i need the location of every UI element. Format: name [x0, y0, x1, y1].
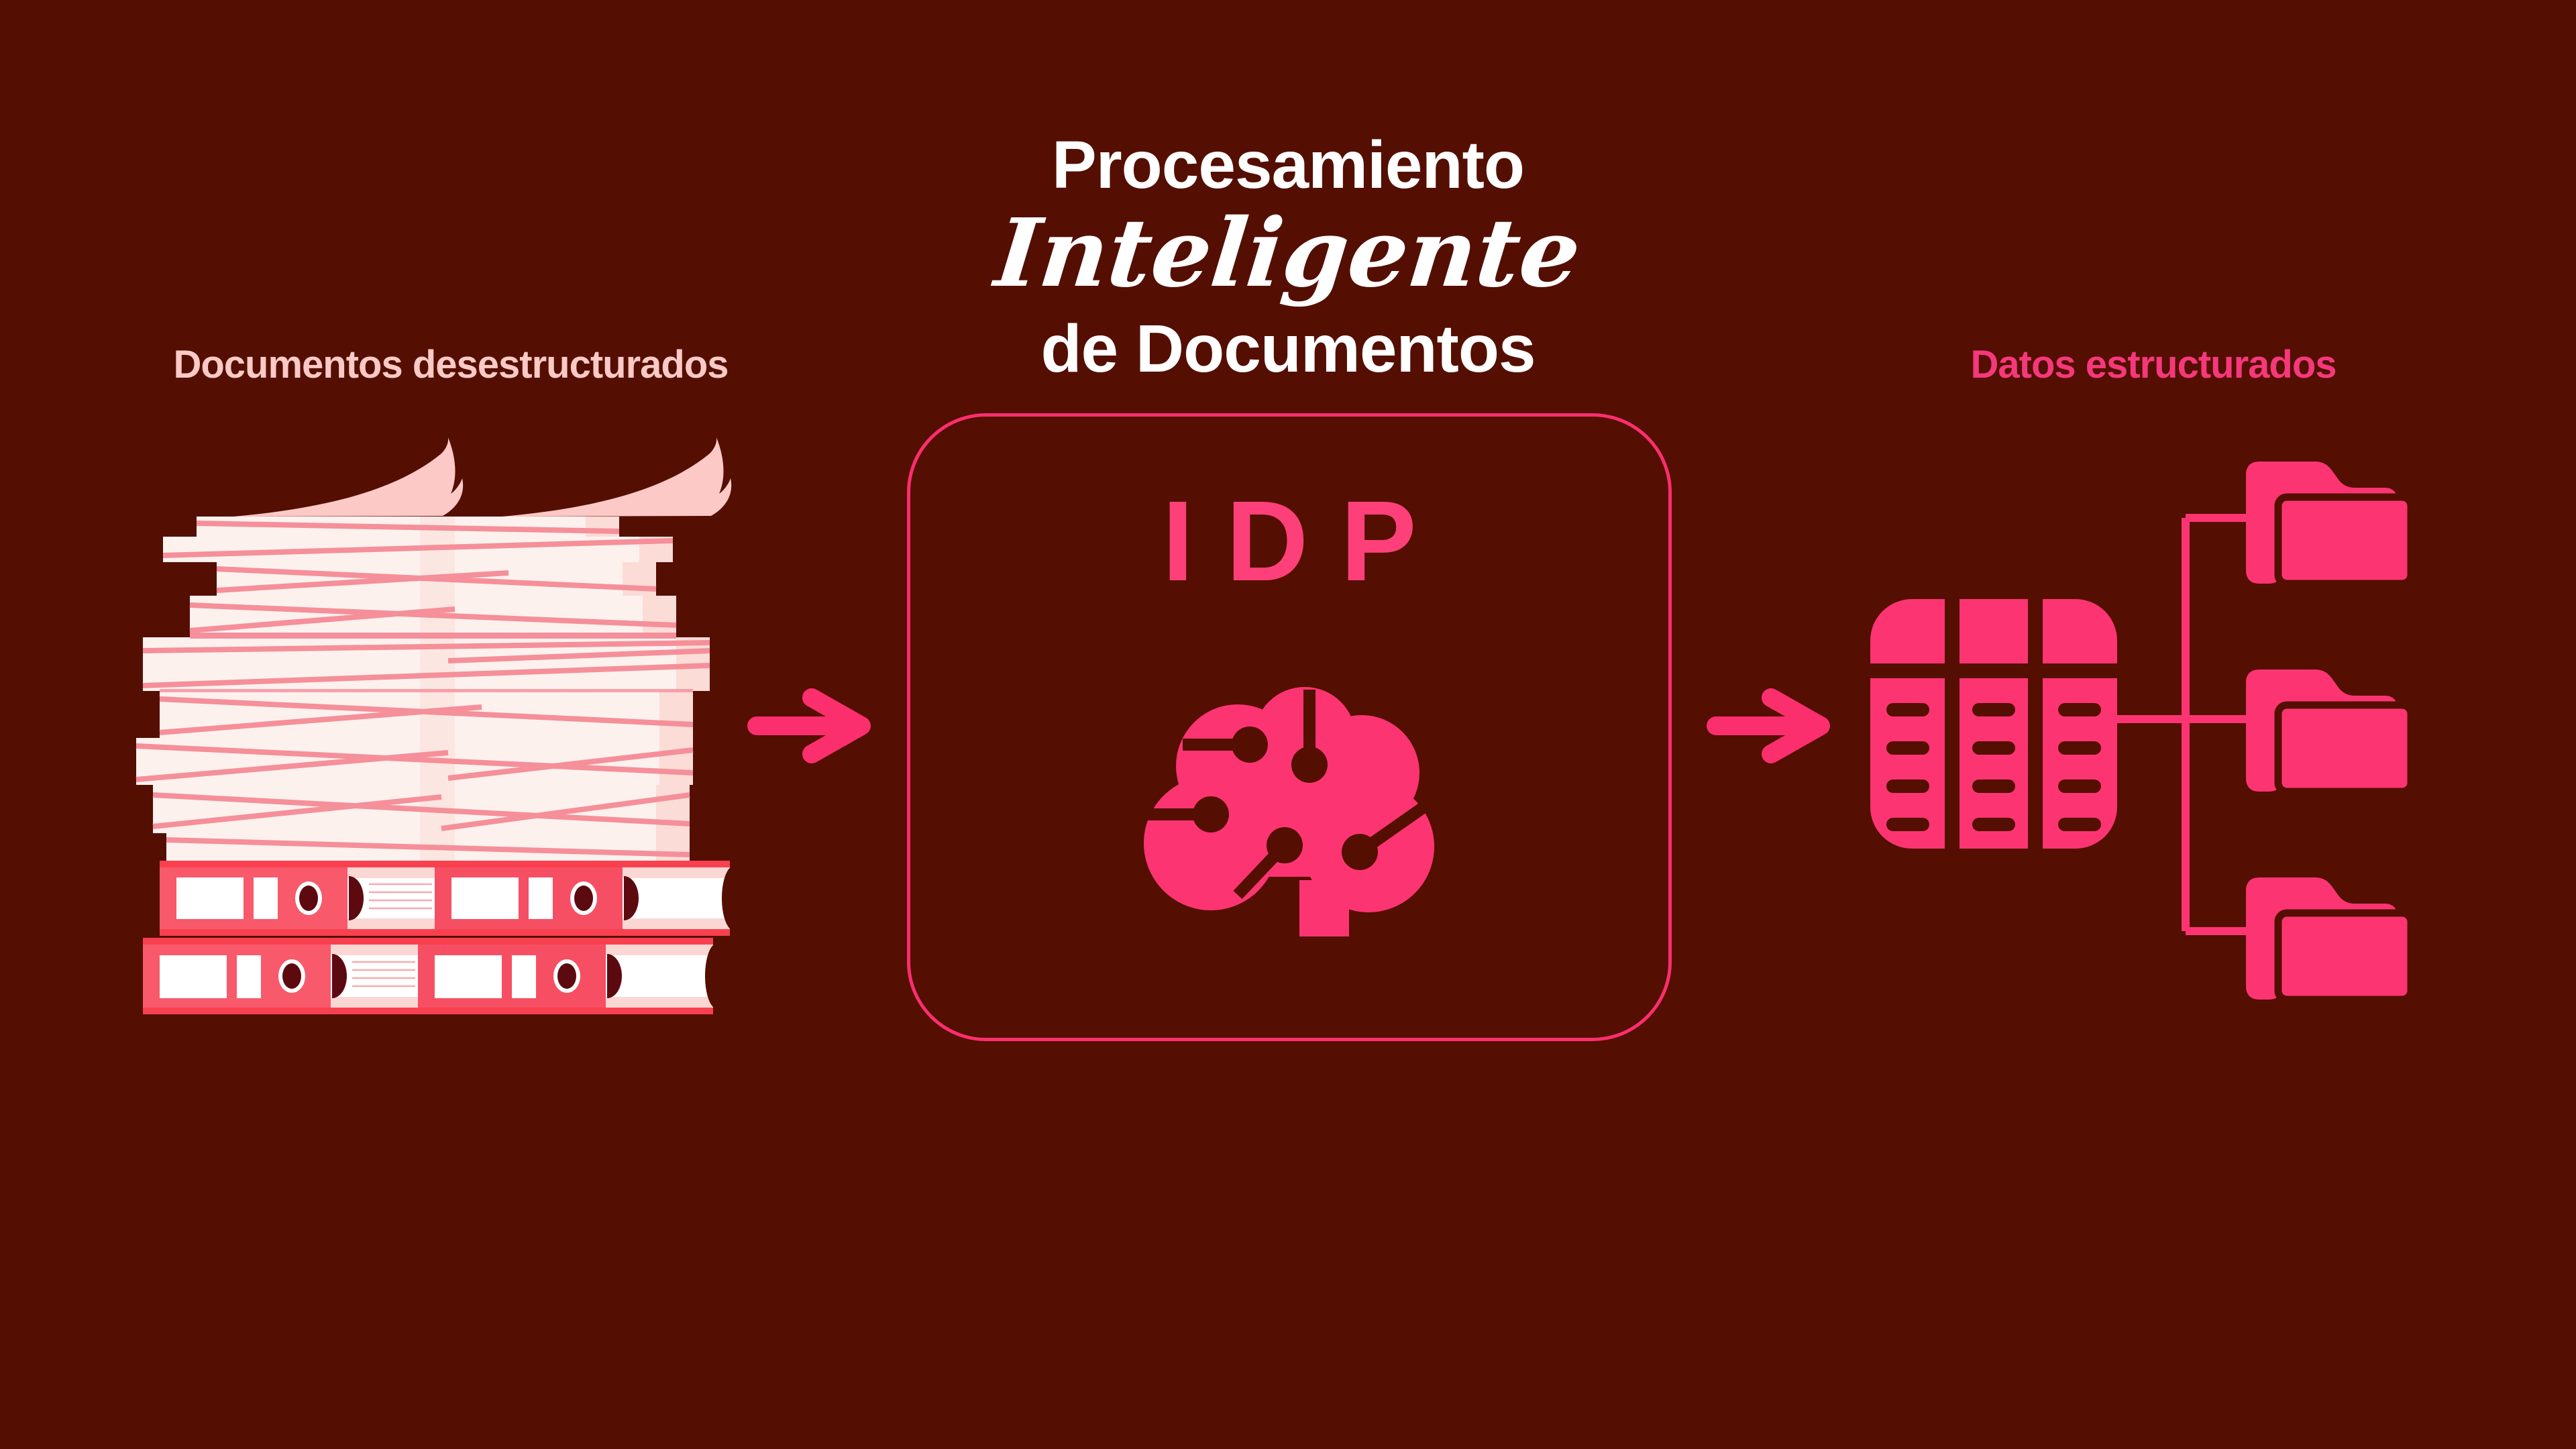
arrow-right-icon: [1707, 688, 1830, 763]
idp-process-box: [907, 413, 1672, 1041]
title-line-1: Procesamiento: [1052, 127, 1525, 203]
arrow-right-icon: [747, 688, 871, 763]
idp-acronym: IDP: [1162, 478, 1449, 605]
tree-branch-lines: [2116, 514, 2249, 935]
database-table-icon: [1870, 599, 2117, 849]
binder-row: [143, 861, 737, 1014]
input-label: Documentos desestructurados: [173, 343, 729, 386]
folder-icon: [2246, 669, 2412, 794]
title-line-3: de Documentos: [1040, 311, 1536, 386]
paper-pile: [136, 517, 710, 861]
title-line-2-script: Inteligente: [990, 199, 1586, 309]
folder-icon: [2246, 877, 2412, 1002]
folder-icon: [2246, 462, 2412, 586]
document-stack-icon: [136, 437, 737, 1014]
output-label: Datos estructurados: [1970, 343, 2337, 386]
ai-brain-icon: [1144, 687, 1439, 936]
curled-sheet-icon: [233, 437, 732, 517]
